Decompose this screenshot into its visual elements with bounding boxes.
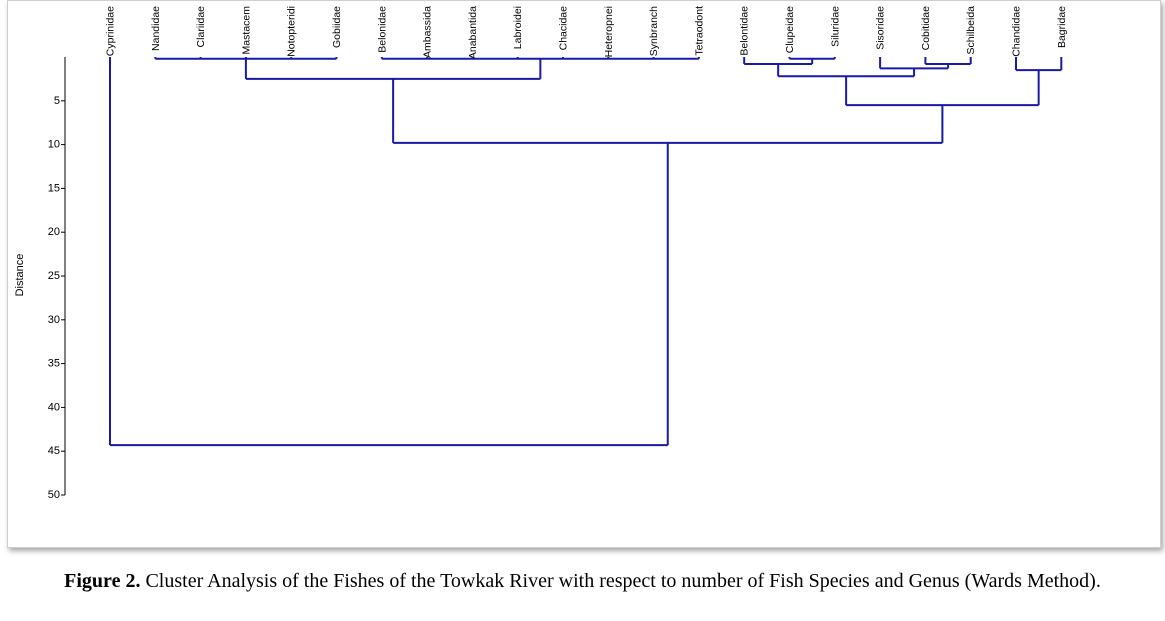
leaf-label: Mastacem [240,6,252,55]
y-tick-label: 10 [48,139,60,151]
leaf-label: Tetraodont [693,6,705,56]
leaf-label: Anabantida [467,6,479,59]
figure-frame [7,0,1161,548]
leaf-label: Chacidae [558,6,570,51]
y-tick-label: 35 [48,358,60,370]
y-tick-label: 15 [48,182,60,194]
leaf-label: Gobiidae [331,6,343,48]
leaf-label: Chandidae [1011,6,1023,57]
leaf-label: Notopteridi [286,6,298,57]
leaf-labels: Cyprinidae Nandidae Clariidae Mastacem Notop… [105,6,1068,59]
leaf-label: Nandidae [150,6,162,51]
figure-caption: Figure 2. Cluster Analysis of the Fishes… [0,568,1165,594]
y-tick-label: 45 [48,445,60,457]
dendrogram-links [109,57,1063,447]
leaf-label: Sisoridae [875,6,887,50]
leaf-label: Labroidei [512,6,524,49]
leaf-label: Schilbeida [965,6,977,55]
y-tick-label: 40 [48,401,60,413]
leaf-label: Heteropnei [603,6,615,57]
y-axis-title: Distance [14,254,26,297]
leaf-label: Ambassida [422,6,434,58]
dendrogram-chart: 5 10 15 20 25 30 35 40 45 50 Distance Cyprinidae N… [14,6,1068,501]
leaf-label: Bagridae [1056,6,1068,48]
caption-text: Cluster Analysis of the Fishes of the To… [140,570,1101,592]
caption-label: Figure 2. [64,570,141,592]
y-axis: 5 10 15 20 25 30 35 40 45 50 [48,57,66,501]
leaf-label: Belontidae [739,6,751,56]
leaf-label: Siluridae [829,6,841,47]
leaf-label: Cobitidae [920,6,932,51]
leaf-label: Clupeidae [784,6,796,53]
leaf-label: Belonidae [376,6,388,53]
y-tick-label: 25 [48,270,60,282]
y-tick-label: 30 [48,314,60,326]
leaf-label: Cyprinidae [105,6,117,56]
y-tick-label: 5 [54,95,60,107]
leaf-label: Clariidae [195,6,207,48]
y-tick-label: 20 [48,226,60,238]
leaf-label: Synbranch [648,6,660,56]
y-tick-label: 50 [48,489,60,501]
